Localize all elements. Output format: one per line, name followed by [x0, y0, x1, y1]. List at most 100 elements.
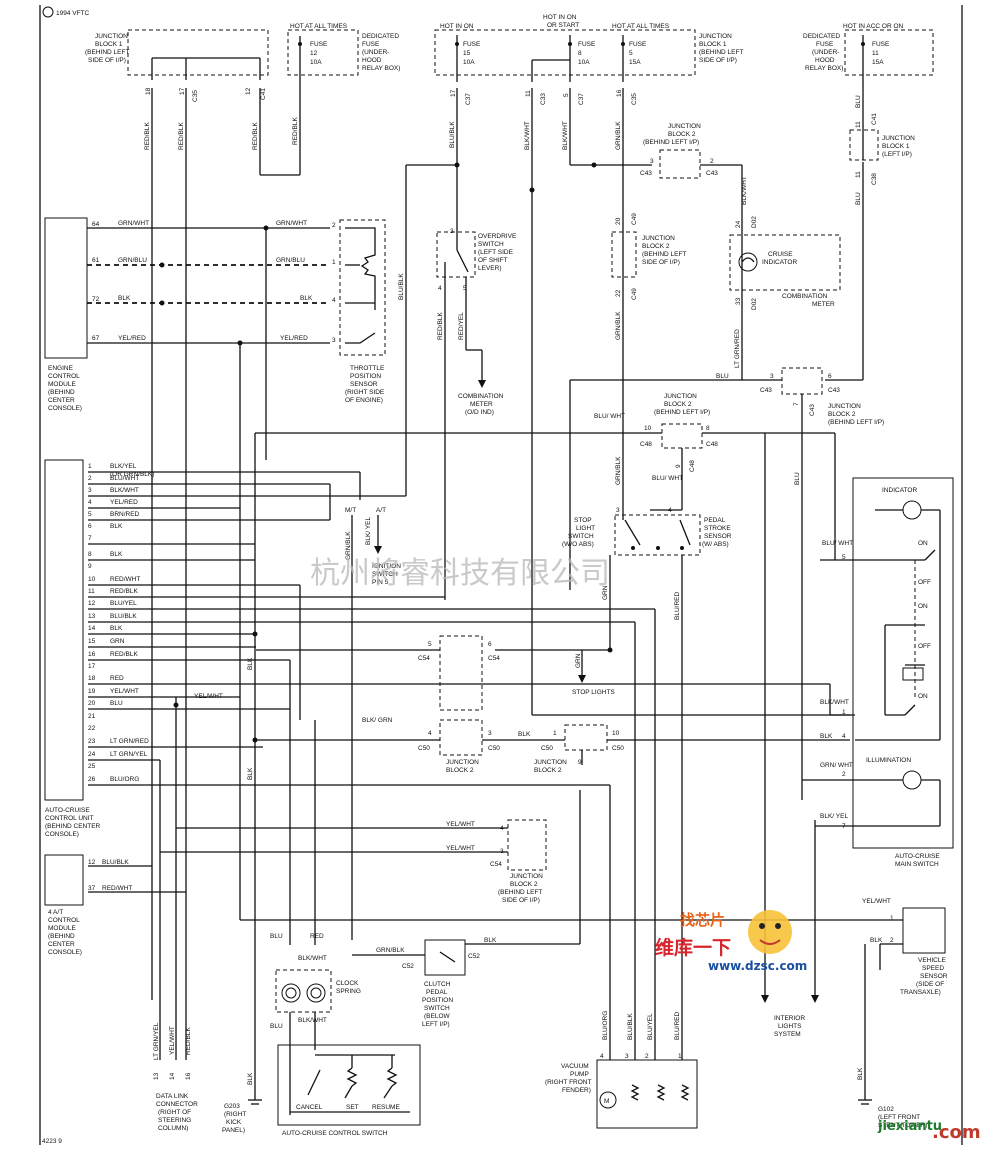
wire-label: RED/YEL: [458, 312, 465, 340]
svg-text:(LEFT FRONT: (LEFT FRONT: [878, 1114, 920, 1121]
svg-text:AUTO-CRUISE: AUTO-CRUISE: [895, 853, 940, 860]
connector-label: C54: [418, 655, 430, 662]
svg-text:SIDE OF I/P): SIDE OF I/P): [642, 259, 680, 266]
acu-pin-number: 13: [88, 613, 96, 620]
acu-pin-number: 7: [88, 535, 92, 542]
svg-text:CONTROL: CONTROL: [48, 373, 80, 380]
wire-label: BLU/ WHT: [652, 475, 683, 482]
svg-text:STEERING: STEERING: [158, 1117, 191, 1124]
connector-label: C37: [578, 93, 585, 105]
svg-text:MODULE: MODULE: [48, 925, 76, 932]
svg-text:10: 10: [612, 730, 620, 737]
svg-text:17: 17: [450, 89, 457, 97]
svg-text:BLOCK 2: BLOCK 2: [446, 767, 474, 774]
wire-label: BLU/ WHT: [594, 413, 625, 420]
hot-label: HOT IN ON: [543, 14, 577, 21]
acu-pin-number: 21: [88, 713, 96, 720]
acu-pin-wire: GRN: [110, 638, 125, 645]
wire-label: BLU/RED: [674, 592, 681, 620]
acu-pin-wire: BLK: [110, 523, 123, 530]
wire-label: BLK/WHT: [562, 121, 569, 150]
wire-label: BLU: [270, 1023, 283, 1030]
svg-text:BLOCK 2: BLOCK 2: [828, 411, 856, 418]
connector-label: C37: [465, 93, 472, 105]
fuse-amp: 10A: [578, 59, 590, 66]
wire-label: YEL/WHT: [862, 898, 891, 905]
wire-label: BLU/BLK: [627, 1013, 634, 1040]
svg-text:.com: .com: [932, 1122, 981, 1143]
svg-text:CONSOLE): CONSOLE): [48, 949, 82, 956]
wire-label: BLK/ GRN: [362, 717, 393, 724]
cancel-switch-label: CANCEL: [296, 1104, 323, 1111]
svg-text:OVERDRIVE: OVERDRIVE: [478, 233, 517, 240]
svg-text:9: 9: [578, 759, 582, 766]
jb1-label: JUNCTION: [95, 33, 128, 40]
svg-text:5: 5: [842, 554, 846, 561]
jb1-label: BLOCK 1: [95, 41, 123, 48]
acu-pin-number: 22: [88, 725, 96, 732]
svg-text:ENGINE: ENGINE: [48, 365, 74, 372]
wire-label: GRN/WHT: [276, 220, 307, 227]
svg-text:METER: METER: [470, 401, 493, 408]
svg-text:5: 5: [563, 93, 570, 97]
svg-text:LIGHT: LIGHT: [576, 525, 595, 532]
wire-label: BLU: [270, 933, 283, 940]
wire-label: RED/BLK: [144, 122, 151, 150]
connector-label: C48: [689, 460, 696, 472]
svg-text:G203: G203: [224, 1103, 240, 1110]
connector-label: C43: [640, 170, 652, 177]
connector-label: C52: [402, 963, 414, 970]
svg-text:CONTROL UNIT: CONTROL UNIT: [45, 815, 94, 822]
svg-text:1: 1: [553, 730, 557, 737]
svg-text:(BEHIND: (BEHIND: [48, 389, 75, 396]
wire-label: RED: [310, 933, 324, 940]
at-module-label: 4 A/T CONTROL MODULE (BEHIND CENTER CONS…: [48, 909, 82, 956]
wire-label: BLU/YEL: [647, 1013, 654, 1040]
wire-label: RED/BLK: [437, 312, 444, 340]
set-switch-label: SET: [346, 1104, 359, 1111]
fuse-amp: 15A: [872, 59, 884, 66]
svg-text:(RIGHT: (RIGHT: [224, 1111, 246, 1118]
fuse-number: 11: [872, 50, 879, 57]
connector-label: C50: [418, 745, 430, 752]
svg-text:PEDAL: PEDAL: [426, 989, 448, 996]
acu-pin-number: 14: [88, 625, 96, 632]
wire-label: YEL/WHT: [446, 845, 475, 852]
fuse-desc: HOOD: [362, 57, 382, 64]
acu-pin-wire: (OR GRN/BLK): [110, 471, 154, 478]
svg-text:JUNCTION: JUNCTION: [446, 759, 479, 766]
fuse-desc: RELAY BOX): [805, 65, 843, 72]
svg-text:4: 4: [438, 285, 442, 292]
svg-text:9: 9: [675, 464, 682, 468]
comb-meter-od-label: COMBINATION METER (O/D IND): [458, 393, 504, 416]
acu-pin-number: 26: [88, 776, 96, 783]
dlc-label: DATA LINK CONNECTOR (RIGHT OF STEERING C…: [156, 1093, 198, 1132]
fuse-amp: 10A: [310, 59, 322, 66]
svg-text:CLOCK: CLOCK: [336, 980, 359, 987]
jb-label: JUNCTION: [699, 33, 732, 40]
svg-text:(BELOW: (BELOW: [424, 1013, 451, 1020]
acs-label: AUTO-CRUISE CONTROL SWITCH: [282, 1130, 388, 1137]
hot-label: HOT IN ACC OR ON: [843, 23, 903, 30]
svg-text:VEHICLE: VEHICLE: [918, 957, 946, 964]
acu-pin-wire: RED/BLK: [110, 651, 138, 658]
jb2-label: JUNCTION BLOCK 2 (BEHIND LEFT I/P): [654, 393, 710, 416]
svg-text:12: 12: [245, 87, 252, 95]
acu-pin-number: 9: [88, 563, 92, 570]
jb1-label: (LEFT I/P): [882, 151, 912, 158]
svg-text:10: 10: [644, 425, 652, 432]
svg-text:22: 22: [615, 289, 622, 297]
connector-label: D02: [751, 216, 758, 228]
acu-pin-number: 8: [88, 551, 92, 558]
svg-text:BLOCK 2: BLOCK 2: [642, 243, 670, 250]
wire-label: LT GRN/YEL: [153, 1022, 160, 1060]
fuse-desc: (UNDER-: [812, 49, 839, 56]
wire-label: BLK/WHT: [524, 121, 531, 150]
svg-text:IGNITION: IGNITION: [372, 563, 401, 570]
svg-text:SENSOR: SENSOR: [350, 381, 378, 388]
svg-text:SPRING: SPRING: [336, 988, 361, 995]
svg-text:OF ENGINE): OF ENGINE): [345, 397, 383, 404]
connector-label: C41: [260, 88, 267, 100]
wire-label: GRN/BLU: [118, 257, 147, 264]
acu-pin-wire: BLK: [110, 625, 123, 632]
